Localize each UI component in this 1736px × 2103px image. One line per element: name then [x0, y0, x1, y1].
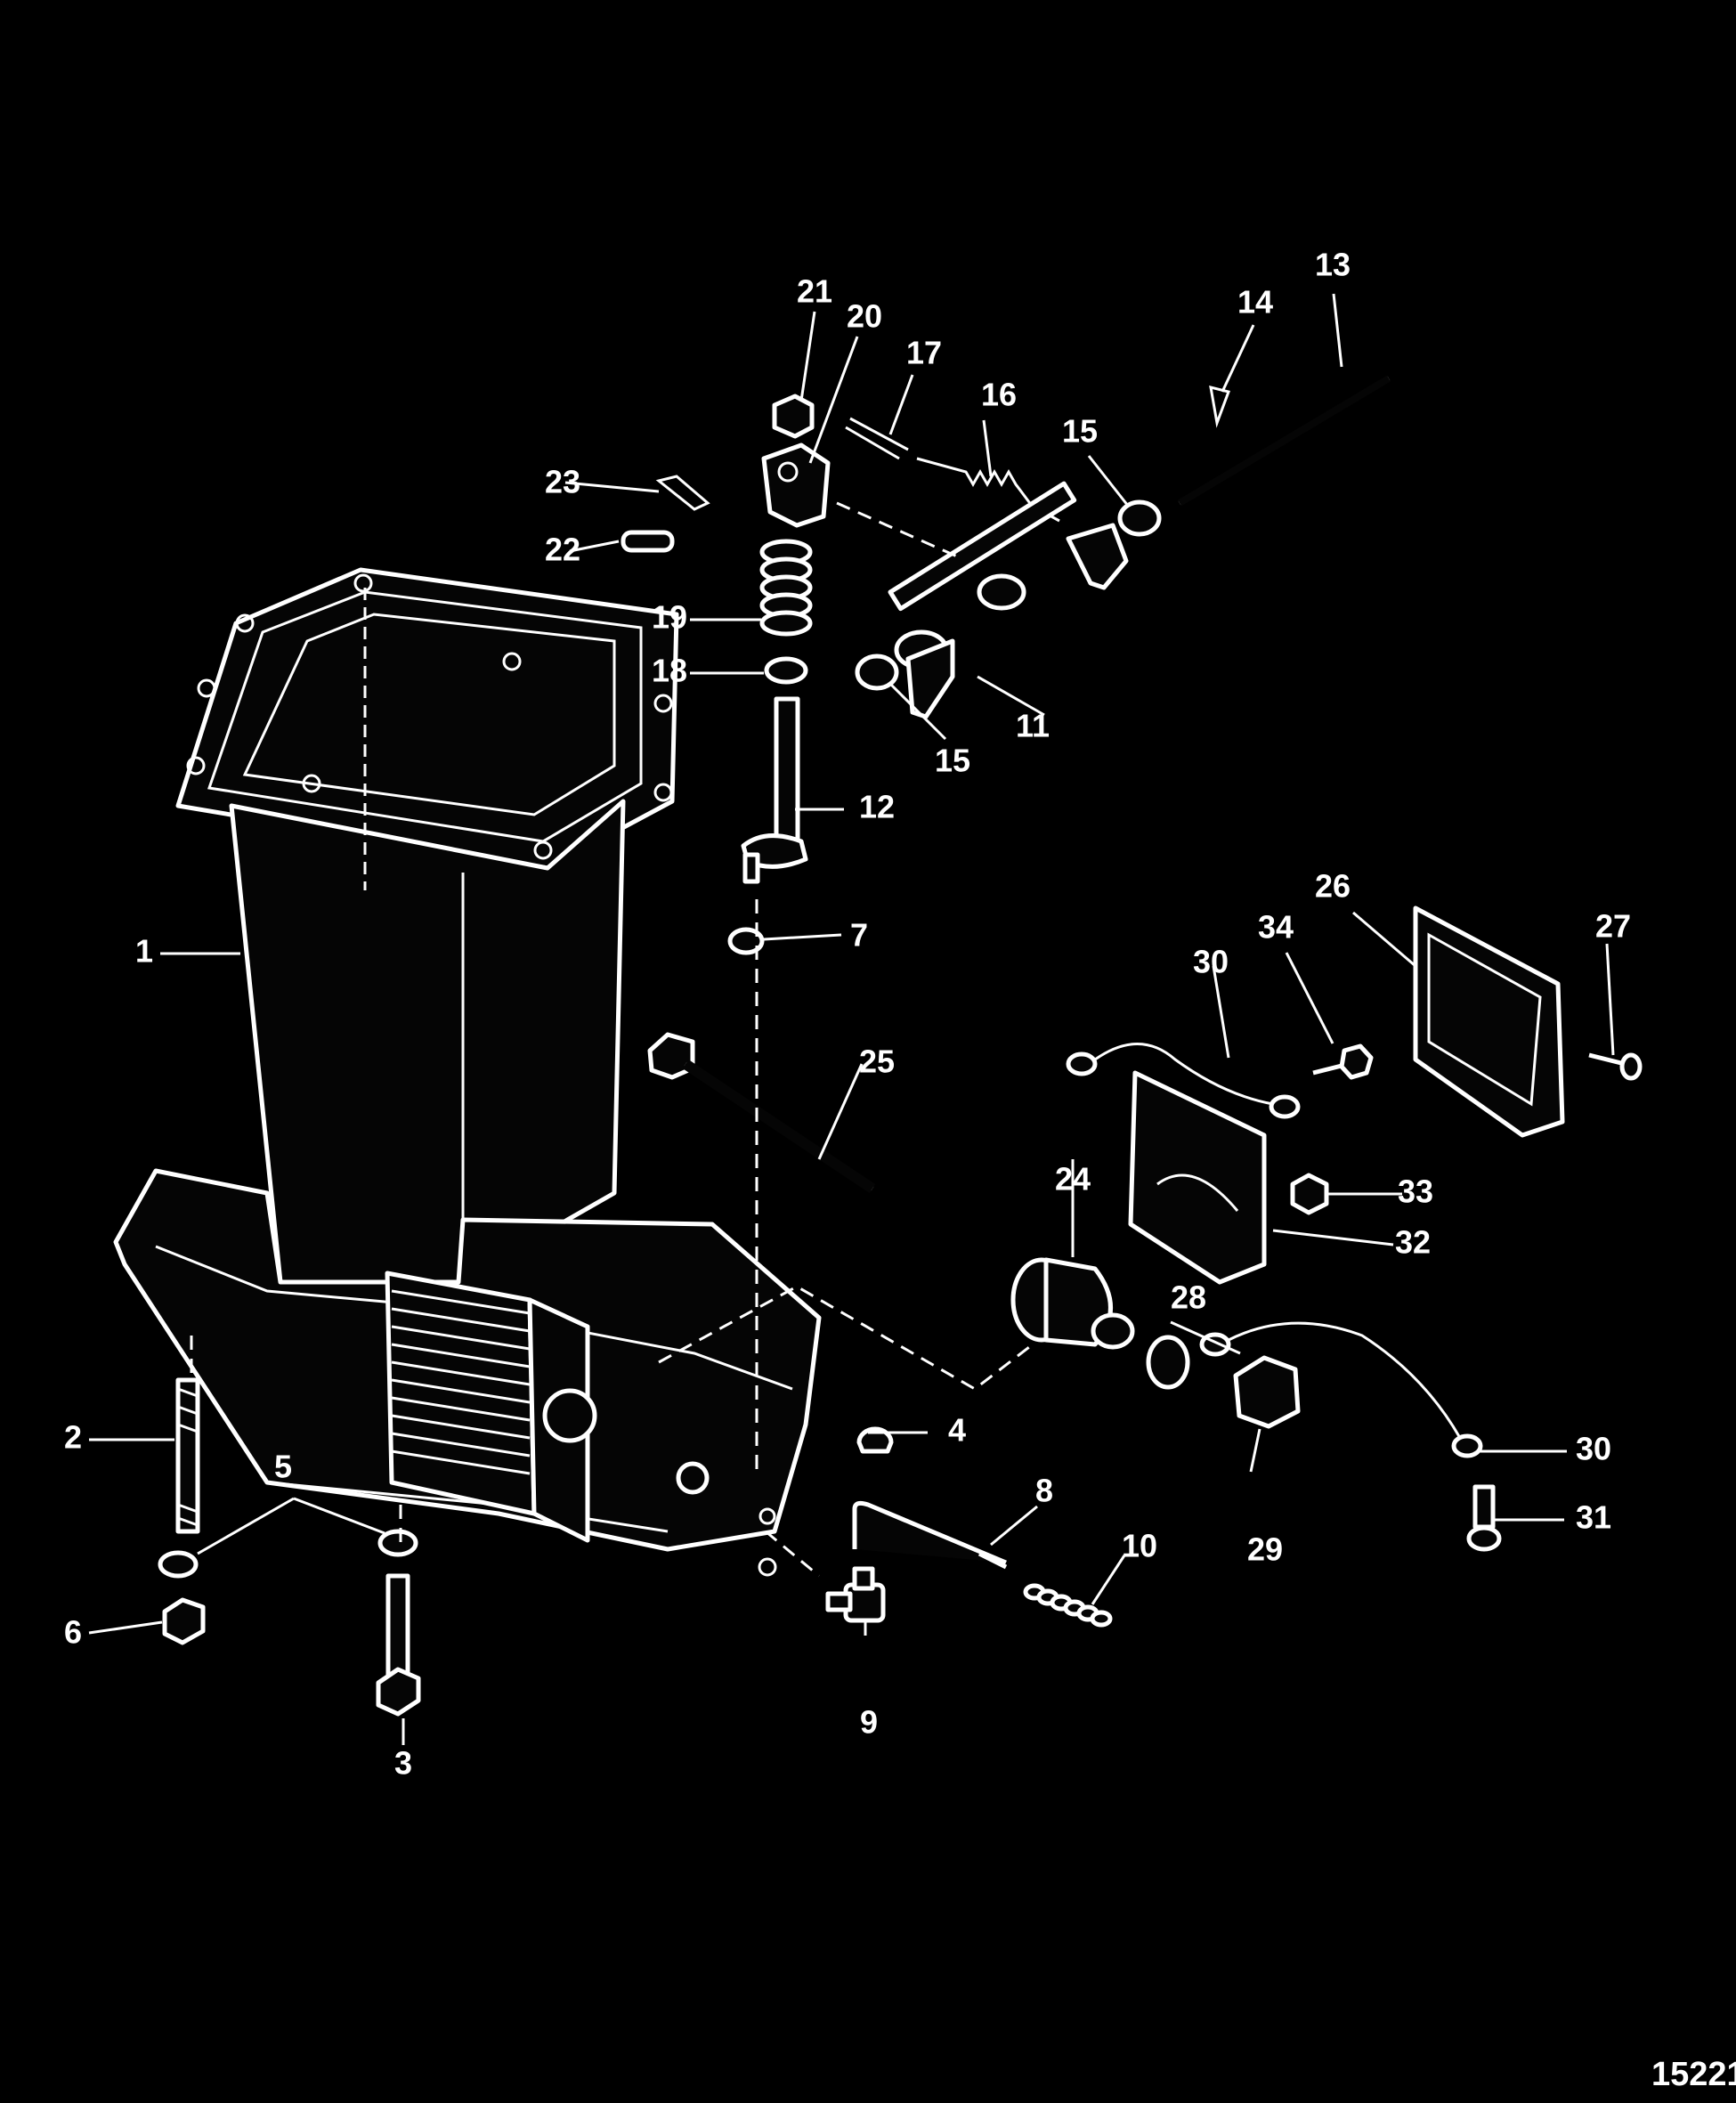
pin [621, 530, 675, 553]
mount-stud [647, 1032, 876, 1193]
callout-label: 31 [1576, 1499, 1611, 1536]
callout-label: 33 [1398, 1173, 1433, 1210]
callout-label: 27 [1595, 908, 1631, 945]
washer [158, 1550, 199, 1579]
callout-label: 12 [859, 789, 895, 825]
washer [377, 1529, 418, 1557]
callout-label: 14 [1237, 284, 1273, 321]
callout-label: 5 [274, 1449, 292, 1485]
callout-label: 6 [64, 1614, 82, 1651]
callout-label: 32 [1395, 1224, 1431, 1261]
callout-label: 19 [652, 599, 687, 636]
stud [175, 1377, 200, 1534]
mount-cover [1413, 905, 1565, 1138]
alignment-line [658, 1285, 1034, 1391]
lower-mount [1010, 1257, 1135, 1350]
callout-label: 30 [1193, 944, 1229, 980]
screw [1588, 1052, 1643, 1081]
plug [856, 1426, 894, 1454]
cotter-pin [1209, 385, 1230, 428]
screw [1312, 1043, 1374, 1080]
washer [1146, 1335, 1190, 1390]
callout-label: 11 [1016, 708, 1050, 744]
callout-label: 15 [1062, 413, 1098, 450]
nut [1233, 1355, 1301, 1429]
washer [764, 656, 808, 685]
spring [759, 539, 813, 637]
shift-rod [1177, 375, 1391, 507]
shift-shaft [741, 696, 808, 884]
ground-strap [1199, 1321, 1483, 1458]
driveshaft-housing [113, 567, 822, 1577]
grommet-spring [1023, 1583, 1113, 1628]
callout-label: 7 [850, 917, 868, 954]
callout-label: 16 [981, 377, 1017, 413]
callout-label: 13 [1315, 247, 1351, 283]
callout-label: 20 [847, 298, 882, 335]
callout-label: 22 [545, 532, 580, 568]
callout-label: 24 [1055, 1161, 1091, 1198]
leader-lines [88, 293, 1615, 1745]
callout-label: 25 [859, 1043, 895, 1080]
callout-label: 2 [64, 1419, 82, 1456]
callout-labels: 1 2 3 4 5 6 7 8 9 10 11 12 13 14 15 15 1… [64, 247, 1631, 1782]
callout-label: 18 [652, 653, 687, 689]
callout-label: 15 [935, 743, 970, 779]
ground-strap [1066, 1043, 1301, 1119]
locknut [772, 394, 815, 439]
callout-label: 8 [1035, 1473, 1053, 1509]
callout-label: 3 [394, 1745, 412, 1782]
bracket [761, 443, 831, 528]
callout-label: 30 [1576, 1431, 1611, 1467]
alignment-line [836, 501, 958, 558]
fitting [825, 1566, 886, 1623]
callout-label: 23 [545, 464, 580, 500]
screw [1466, 1484, 1502, 1552]
figure-reference-number: 15221 [1651, 2056, 1736, 2093]
water-tube [852, 1500, 1007, 1565]
bushing [1117, 499, 1162, 537]
cotter-pin [845, 417, 909, 460]
cotter-pin [655, 475, 710, 511]
alignment-line [765, 1530, 820, 1578]
callout-label: 10 [1122, 1528, 1157, 1564]
mount-retainer [1128, 1070, 1267, 1285]
callout-label: 21 [797, 273, 832, 310]
callout-label: 17 [906, 335, 942, 371]
callout-label: 26 [1315, 868, 1351, 905]
callout-label: 1 [135, 933, 153, 970]
shift-shaft-assembly [888, 481, 1129, 719]
locknut [1290, 1173, 1329, 1215]
callout-label: 4 [948, 1412, 966, 1449]
callout-label: 9 [860, 1704, 878, 1741]
locknut [727, 927, 765, 955]
spring [916, 457, 1060, 523]
nut [162, 1597, 206, 1645]
callout-label: 28 [1171, 1279, 1206, 1316]
bolt [376, 1573, 421, 1717]
callout-label: 34 [1258, 909, 1294, 946]
callout-label: 29 [1247, 1531, 1283, 1568]
bushing [855, 654, 899, 691]
